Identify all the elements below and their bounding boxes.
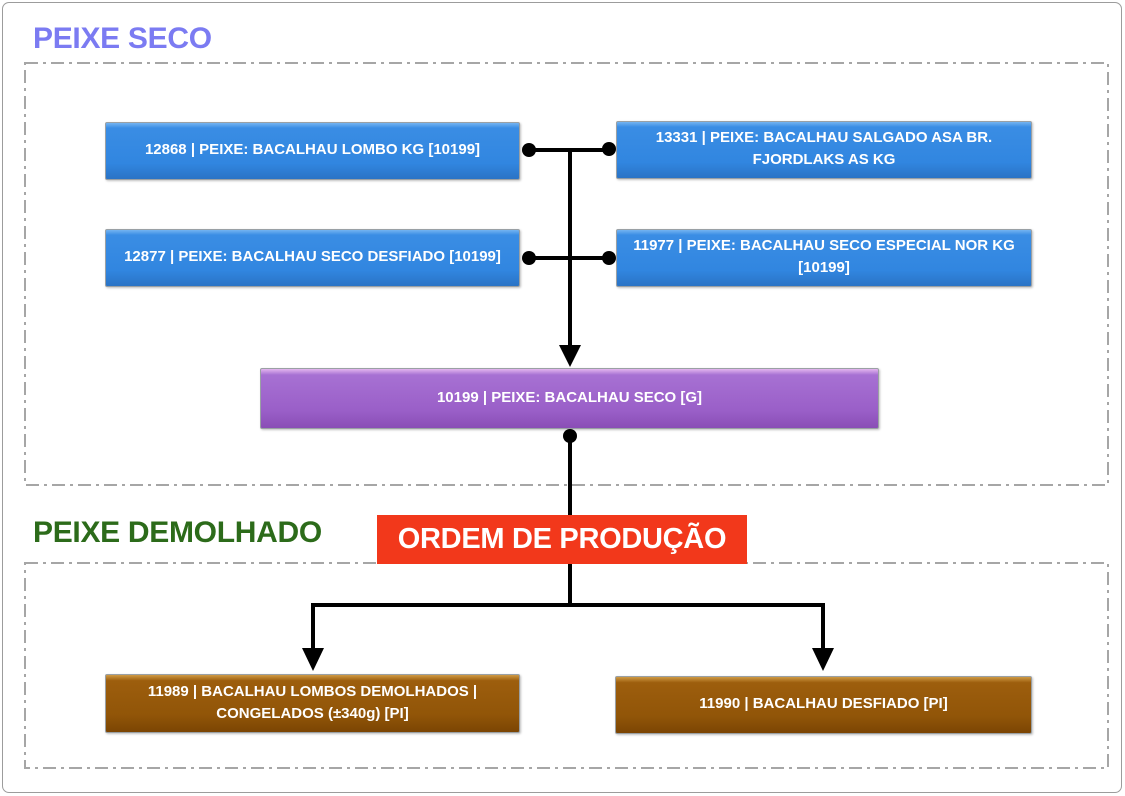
node-11989[interactable]: 11989 | BACALHAU LOMBOS DEMOLHADOS | CON… xyxy=(105,674,520,733)
arrowhead-into-11989 xyxy=(302,648,324,671)
production-order-label[interactable]: ORDEM DE PRODUÇÃO xyxy=(377,515,747,564)
junction-dot xyxy=(602,142,616,156)
node-11977[interactable]: 11977 | PEIXE: BACALHAU SECO ESPECIAL NO… xyxy=(616,229,1032,287)
junction-dot xyxy=(602,251,616,265)
title-peixe-seco: PEIXE SECO xyxy=(33,22,212,55)
node-12868[interactable]: 12868 | PEIXE: BACALHAU LOMBO KG [10199] xyxy=(105,122,520,180)
node-11990[interactable]: 11990 | BACALHAU DESFIADO [PI] xyxy=(615,676,1032,734)
section-peixe-seco-border xyxy=(24,62,1109,486)
node-10199[interactable]: 10199 | PEIXE: BACALHAU SECO [G] xyxy=(260,368,879,429)
junction-dot xyxy=(522,251,536,265)
node-13331[interactable]: 13331 | PEIXE: BACALHAU SALGADO ASA BR. … xyxy=(616,121,1032,179)
title-peixe-demolhado: PEIXE DEMOLHADO xyxy=(33,516,322,549)
arrowhead-into-11990 xyxy=(812,648,834,671)
arrowhead-into-10199 xyxy=(559,345,581,367)
node-12877[interactable]: 12877 | PEIXE: BACALHAU SECO DESFIADO [1… xyxy=(105,229,520,287)
section-peixe-demolhado-border xyxy=(24,562,1109,769)
junction-dot xyxy=(522,143,536,157)
connector-inputs-to-10199 xyxy=(522,142,616,367)
